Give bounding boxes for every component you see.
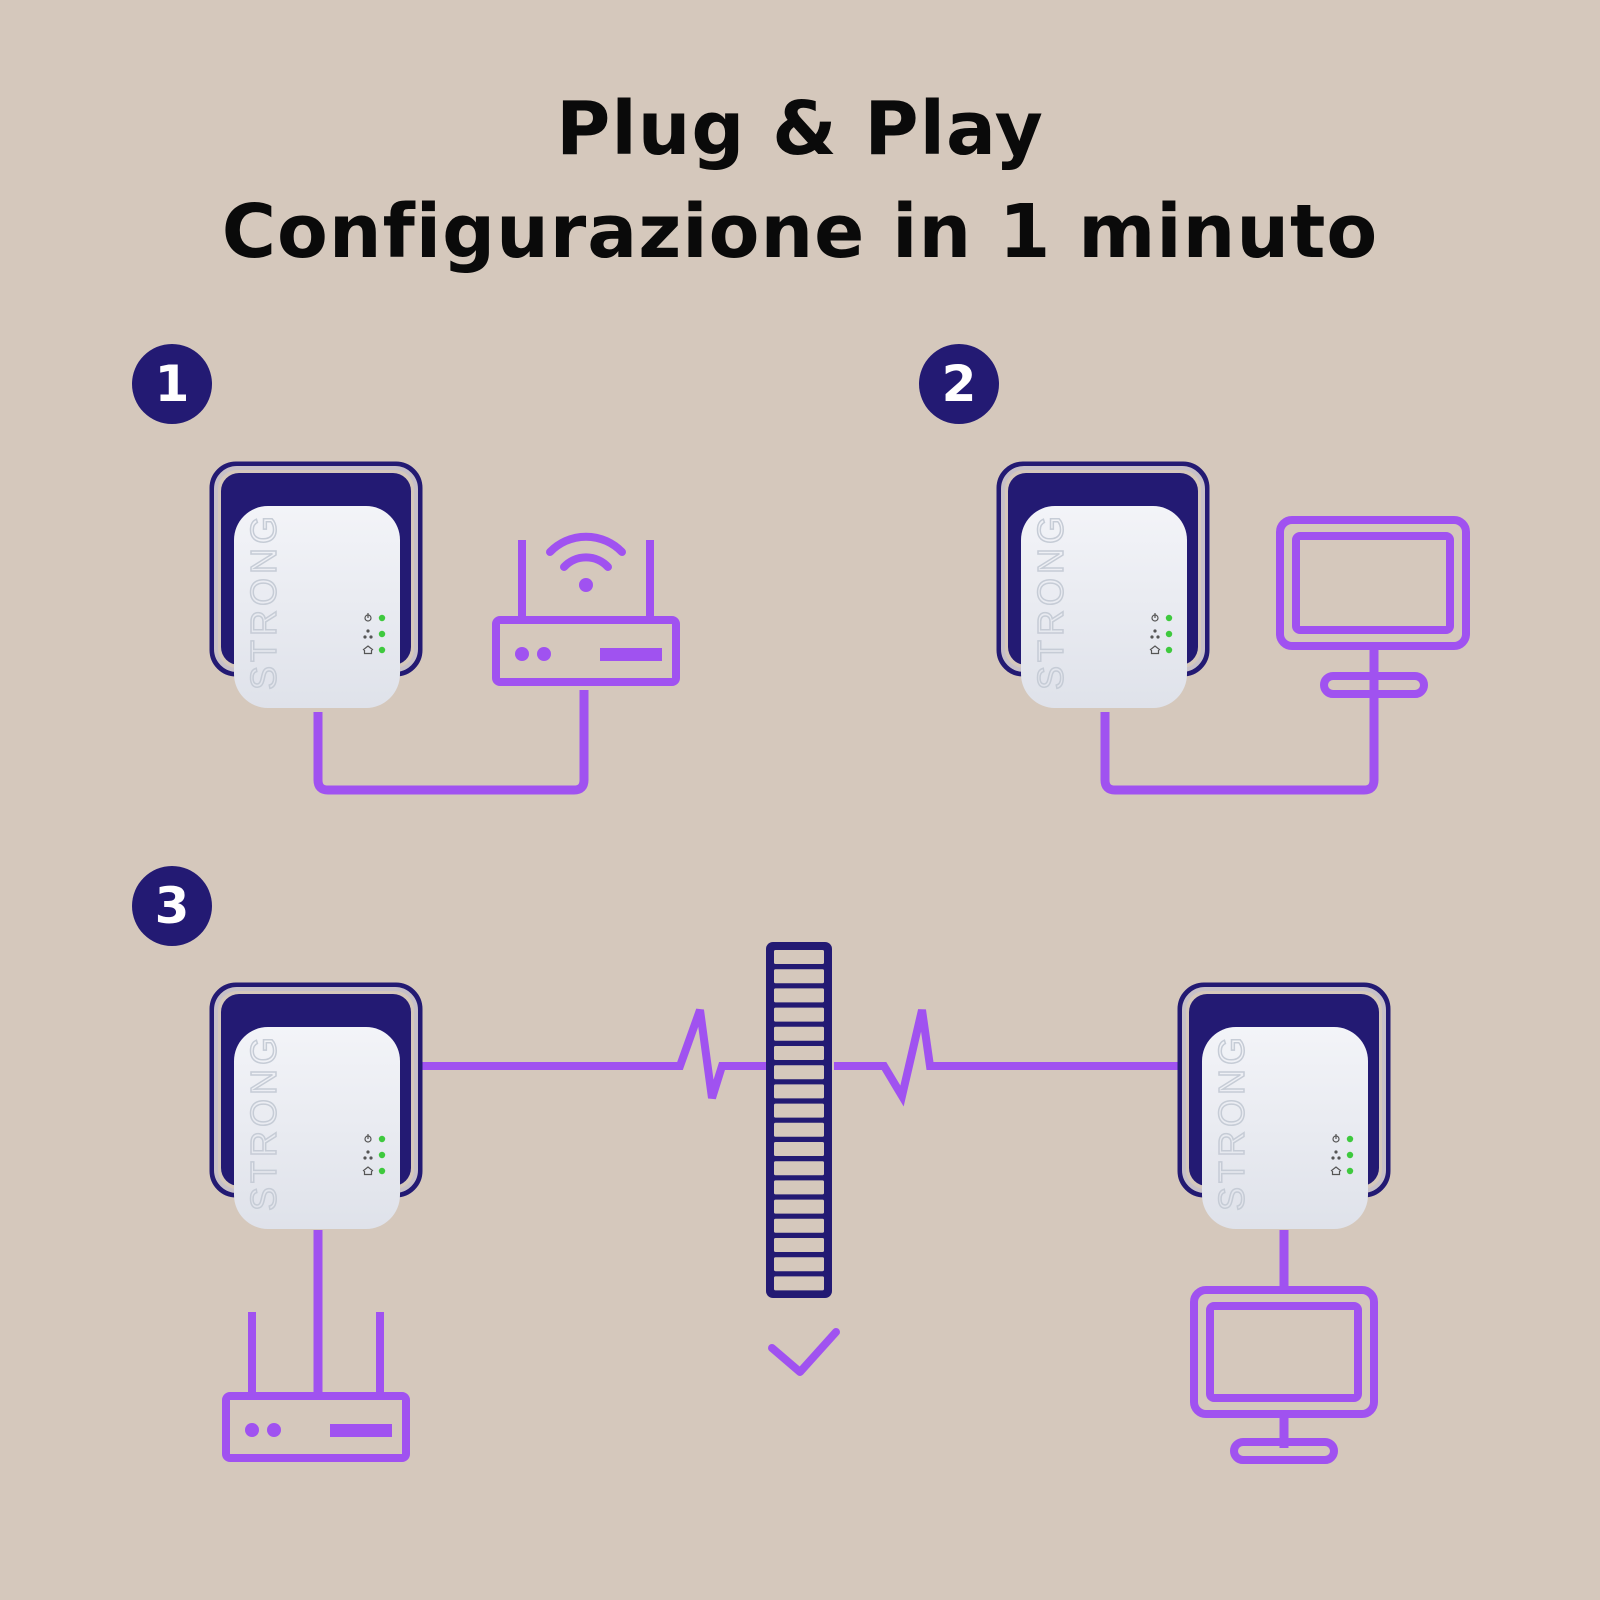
step-1-scene: STRONG bbox=[209, 461, 680, 795]
powerline-adapter-step-3-left: STRONG bbox=[209, 982, 423, 1229]
status-led bbox=[378, 1167, 386, 1175]
power-icon bbox=[1151, 613, 1159, 622]
monitor-icon bbox=[1190, 1286, 1378, 1464]
signal-zigzag-icon-right bbox=[834, 1009, 1182, 1107]
brand-label: STRONG bbox=[1211, 1033, 1252, 1211]
step-3-scene: STRONG STRONG bbox=[209, 942, 1391, 1464]
power-strip-slot bbox=[774, 1257, 824, 1272]
step-2-cable bbox=[1100, 646, 1379, 795]
home-icon bbox=[362, 1166, 374, 1176]
power-icon bbox=[1332, 1134, 1340, 1143]
status-led bbox=[1165, 630, 1173, 638]
power-strip-slot bbox=[774, 1238, 824, 1252]
home-icon bbox=[362, 645, 374, 655]
brand-label: STRONG bbox=[243, 512, 284, 690]
monitor-icon bbox=[1276, 516, 1470, 698]
status-led bbox=[378, 1151, 386, 1159]
status-led bbox=[1346, 1135, 1354, 1143]
power-strip-slot bbox=[774, 1180, 824, 1195]
power-strip-slot bbox=[774, 1142, 824, 1156]
router-icon bbox=[492, 540, 680, 686]
status-led bbox=[378, 1135, 386, 1143]
power-strip-slot bbox=[774, 1007, 824, 1022]
powerline-adapter-step-1: STRONG bbox=[209, 461, 423, 708]
home-icon bbox=[1149, 645, 1161, 655]
title-line-1: Plug & Play bbox=[556, 86, 1044, 172]
power-strip-slot bbox=[774, 1122, 824, 1137]
power-strip-slot bbox=[774, 950, 824, 964]
status-led bbox=[1165, 614, 1173, 622]
network-icon bbox=[363, 629, 373, 639]
power-strip-slot bbox=[774, 1026, 824, 1041]
step-2-scene: STRONG bbox=[996, 461, 1470, 795]
status-led bbox=[378, 630, 386, 638]
power-strip-slot bbox=[774, 969, 824, 984]
home-icon bbox=[1330, 1166, 1342, 1176]
step-2-badge: 2 bbox=[919, 344, 999, 424]
power-strip-slot bbox=[774, 1103, 824, 1118]
power-strip-slot bbox=[774, 1199, 824, 1214]
power-strip-slot bbox=[774, 1046, 824, 1060]
status-led bbox=[1346, 1151, 1354, 1159]
title-line-2: Configurazione in 1 minuto bbox=[221, 189, 1379, 275]
power-strip-icon bbox=[766, 942, 832, 1298]
powerline-adapter-step-3-right: STRONG bbox=[1177, 982, 1391, 1229]
brand-label: STRONG bbox=[1030, 512, 1071, 690]
network-icon bbox=[1150, 629, 1160, 639]
powerline-adapter-step-2: STRONG bbox=[996, 461, 1210, 708]
status-led bbox=[1165, 646, 1173, 654]
step-1-badge: 1 bbox=[132, 344, 212, 424]
status-led bbox=[378, 646, 386, 654]
power-strip-slot bbox=[774, 988, 824, 1003]
power-strip-slot bbox=[774, 1065, 824, 1080]
status-led bbox=[1346, 1167, 1354, 1175]
step-3-badge: 3 bbox=[132, 866, 212, 946]
power-strip-slot bbox=[774, 1276, 824, 1291]
router-icon bbox=[222, 1312, 410, 1462]
network-icon bbox=[363, 1150, 373, 1160]
step-1-cable bbox=[313, 690, 589, 795]
power-strip-slot bbox=[774, 1084, 824, 1099]
wifi-icon bbox=[546, 532, 626, 592]
power-strip-slot bbox=[774, 1161, 824, 1176]
checkmark-icon bbox=[768, 1328, 840, 1376]
signal-zigzag-icon bbox=[420, 1008, 788, 1100]
network-icon bbox=[1331, 1150, 1341, 1160]
power-icon bbox=[364, 1134, 372, 1143]
power-icon bbox=[364, 613, 372, 622]
brand-label: STRONG bbox=[243, 1033, 284, 1211]
status-led bbox=[378, 614, 386, 622]
power-strip-slot bbox=[774, 1218, 824, 1233]
